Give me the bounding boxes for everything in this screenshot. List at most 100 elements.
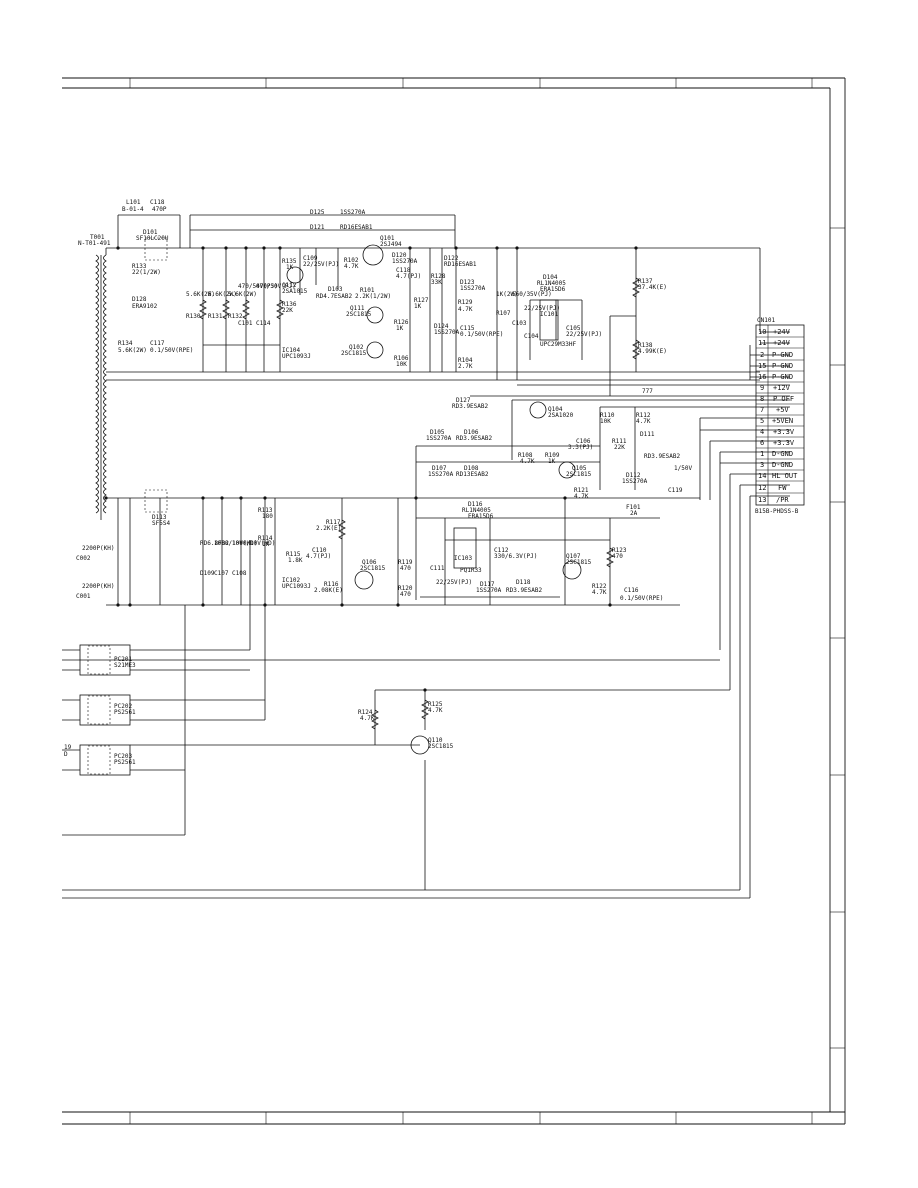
component-label: R135 <box>282 258 297 265</box>
component-value: SF10LC20U <box>136 235 169 242</box>
component-value: 1K(2W) <box>496 291 518 298</box>
component-value: 22/25V(PJ) <box>303 261 339 268</box>
component-label: C118 <box>396 267 411 274</box>
component-value: 37.4K(E) <box>638 284 667 291</box>
component-label: R124 <box>358 709 373 716</box>
component-value: 10K <box>396 361 407 368</box>
component-value: RD13ESAB2 <box>456 471 489 478</box>
component-label: C101 <box>238 320 253 327</box>
component-label: R133 <box>132 263 147 270</box>
component-label: C104 <box>524 333 539 340</box>
connector-pin-name: P-GND <box>772 362 793 370</box>
component-label: Q107 <box>566 553 581 560</box>
component-value: 4.99K(E) <box>638 348 667 355</box>
component-value: RL1N4005 <box>537 280 566 287</box>
component-value: 1SS270A <box>622 478 648 485</box>
connector-pin-number: 3 <box>760 461 764 469</box>
component-label: R130 <box>186 313 201 320</box>
component-value: UPC29M33HF <box>540 341 577 348</box>
component-value: RD4.7ESAB2 <box>316 293 353 300</box>
component-label: C107 <box>214 570 229 577</box>
component-value: 4.7K <box>520 458 535 465</box>
connector-pin-name: +3.3V <box>773 439 795 447</box>
component-label: R120 <box>398 585 413 592</box>
component-value: S21ME3 <box>114 662 136 669</box>
component-value: 22/25V(PJ) <box>524 305 560 312</box>
transformer-part: N-T01-491 <box>78 240 111 247</box>
component-label: D106 <box>464 429 479 436</box>
component-value: 5.6K(2W) <box>228 291 257 298</box>
component-label: C103 <box>512 320 527 327</box>
component-label: Q111 <box>350 305 365 312</box>
component-label: R106 <box>394 355 409 362</box>
component-value: PS2561 <box>114 759 136 766</box>
component-label: IC104 <box>282 347 300 354</box>
component-label: D118 <box>516 579 531 586</box>
component-value: RD3.9ESAB2 <box>456 435 493 442</box>
component-label: R116 <box>324 581 339 588</box>
component-value: 2.2K(E) <box>316 525 341 532</box>
component-label: D107 <box>432 465 447 472</box>
component-label: R138 <box>638 342 653 349</box>
component-label: R121 <box>574 487 589 494</box>
component-label: R109 <box>545 452 560 459</box>
component-value: 180 <box>262 513 273 520</box>
connector-pin-number: 16 <box>758 373 766 381</box>
component-value: 33K <box>431 279 442 286</box>
component-label: D111 <box>640 431 655 438</box>
component-label: D117 <box>480 581 495 588</box>
component-value: ERA15D6 <box>468 513 494 520</box>
component-label: D124 <box>434 323 449 330</box>
component-value: UPC1093J <box>282 583 311 590</box>
component-value: 2.7K <box>458 363 473 370</box>
component-value: 5.6K(2W) <box>118 347 147 354</box>
component-label: C001 <box>76 593 91 600</box>
component-label: D101 <box>143 229 158 236</box>
component-value: 3.3(PJ) <box>568 444 593 451</box>
connector-pin-name: HL OUT <box>772 472 798 480</box>
component-label: PC201 <box>114 656 132 663</box>
component-value: 0.1/50V(RPE) <box>620 595 663 602</box>
transformer-ref: T001 <box>90 234 105 241</box>
component-label: Q105 <box>572 465 587 472</box>
component-value: 1000/10V(HD) <box>232 540 275 547</box>
component-label: D122 <box>444 255 459 262</box>
component-label: R128 <box>431 273 446 280</box>
component-value: 1SS270A <box>428 471 454 478</box>
component-label: Q106 <box>362 559 377 566</box>
connector-pin-number: 7 <box>760 406 764 414</box>
component-label: R101 <box>360 287 375 294</box>
component-label: R126 <box>394 319 409 326</box>
component-value: 2.2K(1/2W) <box>355 293 391 300</box>
left-marker: 19 <box>64 744 72 751</box>
component-value: 4.7K <box>458 306 473 313</box>
component-value: RD3.9ESAB2 <box>506 587 543 594</box>
component-value: 1.8K <box>288 557 303 564</box>
component-label: PC202 <box>114 703 132 710</box>
component-label: R137 <box>638 278 653 285</box>
component-value: 470 <box>400 591 411 598</box>
connector-pin-name: P-GND <box>772 373 793 381</box>
component-value: PS2561 <box>114 709 136 716</box>
component-value: 22(1/2W) <box>132 269 161 276</box>
component-value: 22K <box>614 444 625 451</box>
component-value: 470 <box>612 553 623 560</box>
component-label: C105 <box>566 325 581 332</box>
component-label: R111 <box>612 438 627 445</box>
component-label: D123 <box>460 279 475 286</box>
connector-pin-name: P OFF <box>773 395 794 403</box>
connector-pin-name: /PR <box>776 496 789 504</box>
component-label: R136 <box>282 301 297 308</box>
component-label: R127 <box>414 297 429 304</box>
component-label: R114 <box>258 535 273 542</box>
component-value: 4.7K <box>428 707 443 714</box>
component-value: 2.08K(E) <box>314 587 343 594</box>
component-label: IC101 <box>540 311 558 318</box>
component-label: R108 <box>518 452 533 459</box>
component-value: 1SS270A <box>460 285 486 292</box>
component-value: 2A <box>630 510 638 517</box>
connector-pin-name: +24V <box>773 339 791 347</box>
connector-pin-number: 8 <box>760 395 764 403</box>
component-label: D127 <box>456 397 471 404</box>
